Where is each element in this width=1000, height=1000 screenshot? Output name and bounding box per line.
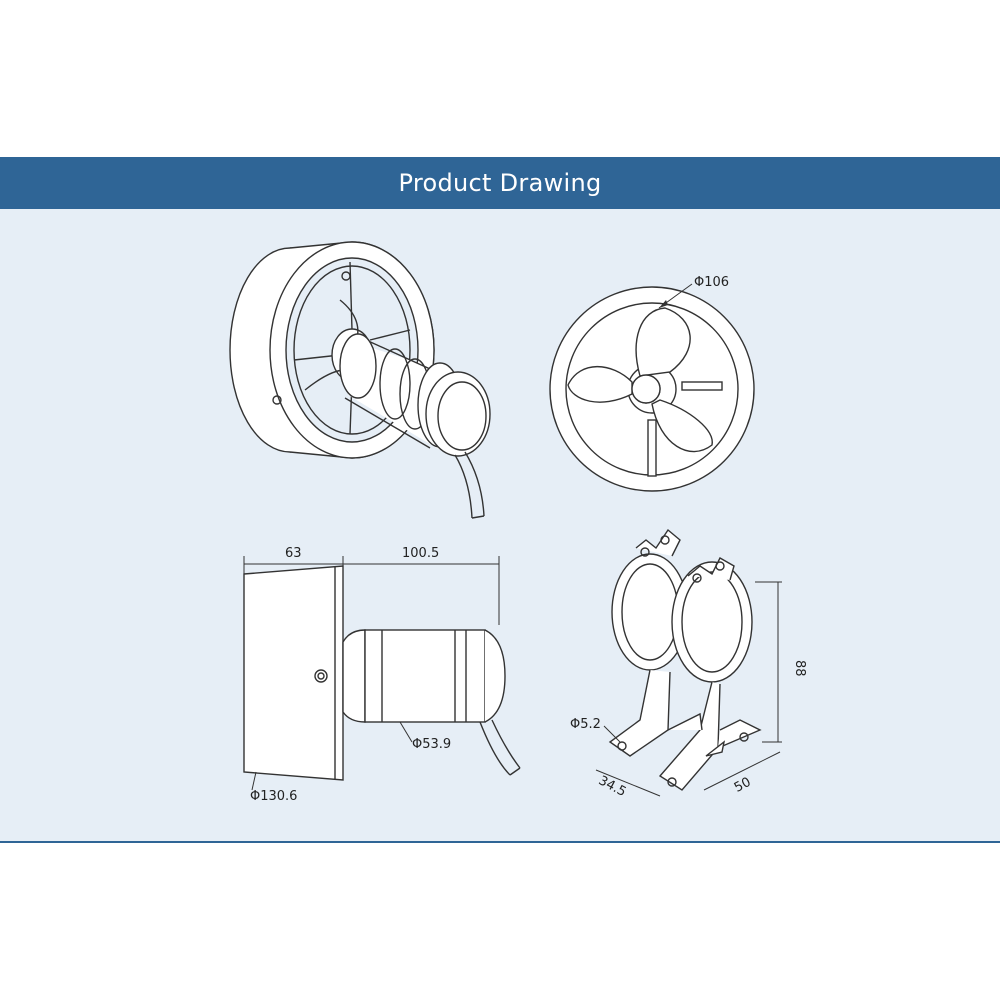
- body-diameter-label: Φ53.9: [412, 737, 451, 752]
- bracket-depth-label: 50: [732, 775, 754, 796]
- bracket-height-label: 88: [792, 660, 807, 677]
- housing-diameter-label: Φ130.6: [250, 789, 297, 804]
- header-banner: Product Drawing: [0, 157, 1000, 209]
- front-diameter-label: Φ106: [694, 275, 729, 290]
- page-title: Product Drawing: [398, 169, 602, 197]
- side-depth-label: 63: [285, 546, 302, 561]
- hole-diameter-label: Φ5.2: [570, 717, 601, 732]
- panel-bottom-border: [0, 841, 1000, 843]
- bracket-view: [595, 528, 782, 797]
- side-length-label: 100.5: [402, 546, 439, 561]
- front-view: [549, 283, 755, 492]
- isometric-thruster-view: [229, 241, 491, 519]
- bracket-width-label: 34.5: [596, 773, 629, 800]
- side-view: [243, 556, 521, 791]
